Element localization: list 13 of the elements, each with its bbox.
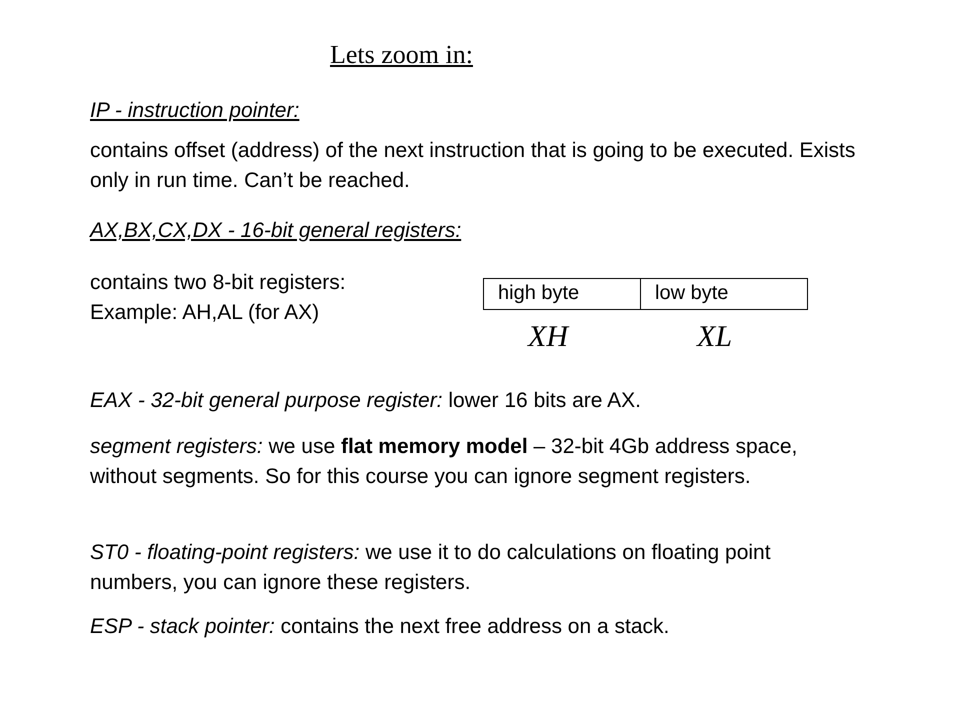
register-name: XH [528,320,568,354]
paragraph: ST0 - floating-point registers: we use it to do calculations on floating point numbers, you can ignore these registers. [90,540,772,596]
paragraph: contains offset (address) of the next instruction that is going to be executed. Exists only in run time. Can’t be reached. [90,138,856,194]
slide-title: Lets zoom in: [330,40,473,70]
paragraph: ESP - stack pointer: contains the next free address on a stack. [90,614,670,640]
register-cell: low byte [640,278,808,310]
paragraph: segment registers: we use flat memory model – 32-bit 4Gb address space, without segments. So for this course you can ignore segment registers. [90,434,798,490]
section-heading: IP - instruction pointer: [90,98,300,124]
paragraph: contains two 8-bit registers: Example: AH,AL (for AX) [90,270,347,326]
register-name: XL [697,320,732,354]
paragraph: EAX - 32-bit general purpose register: lower 16 bits are AX. [90,388,642,414]
register-cell: high byte [483,278,641,310]
section-heading: AX,BX,CX,DX - 16-bit general registers: [90,218,462,244]
